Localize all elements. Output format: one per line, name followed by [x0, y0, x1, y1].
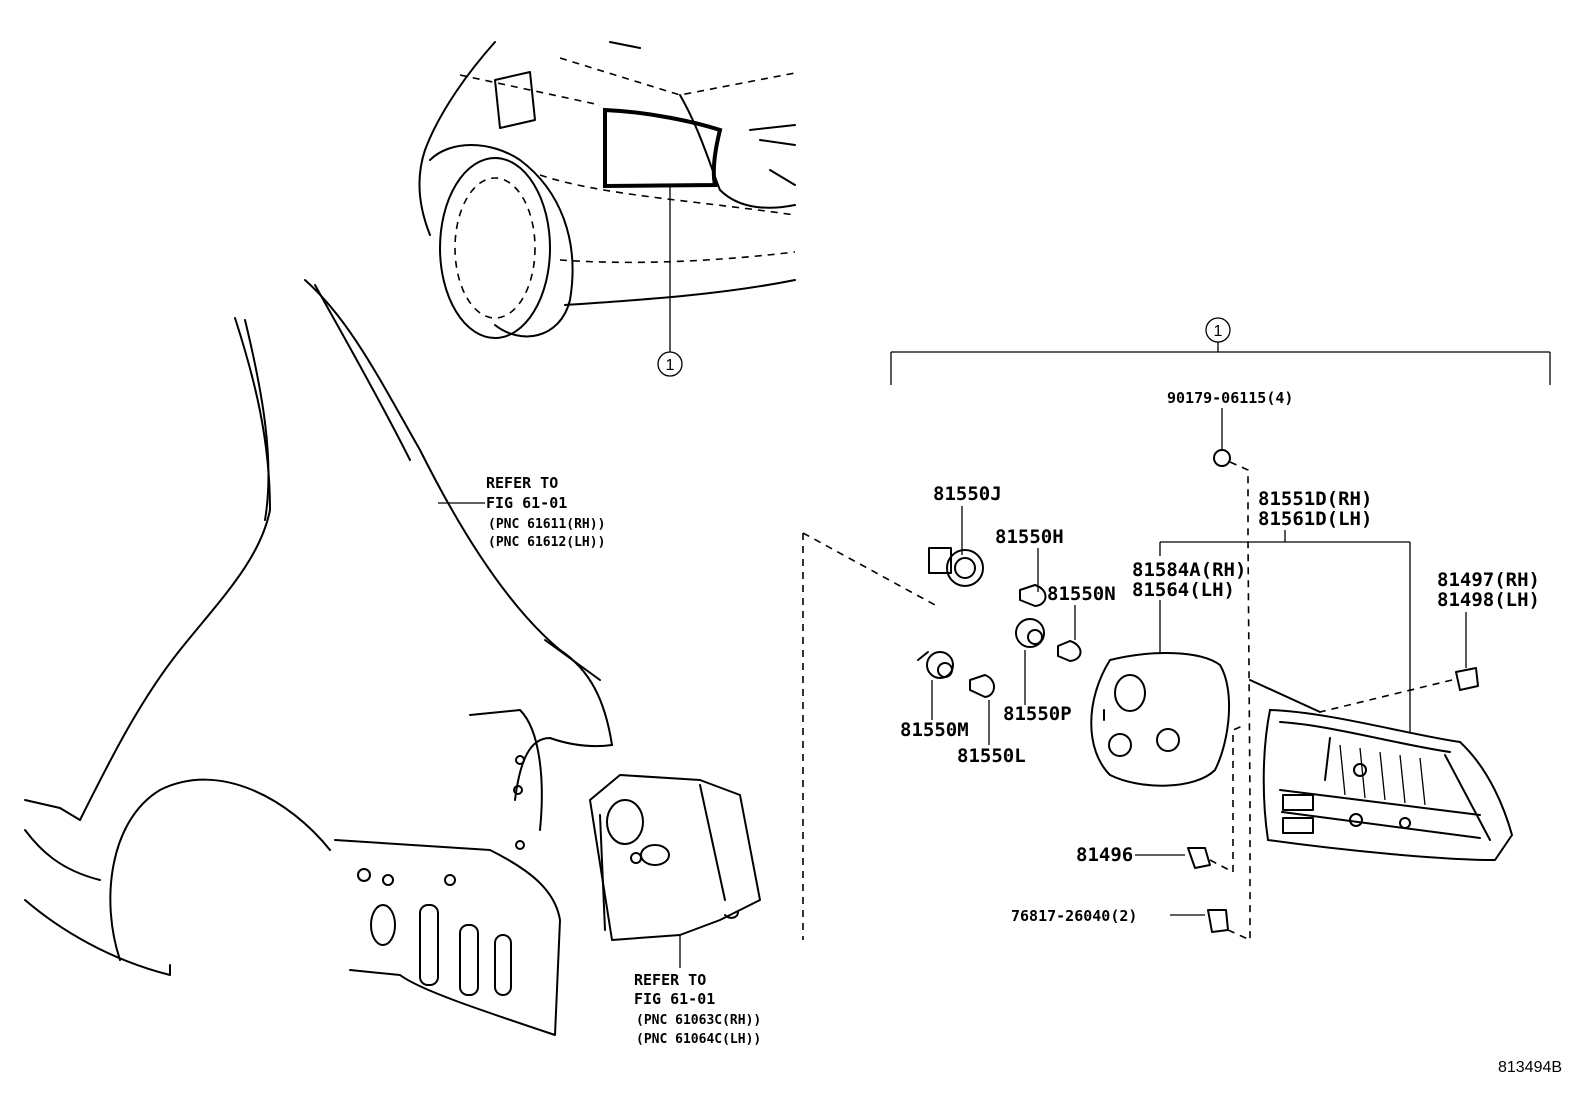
- part-label-nut: 76817-26040(2): [1011, 907, 1137, 925]
- lamp-housing-panel: [589, 774, 761, 968]
- part-label-lens-lh: 81561D(LH): [1258, 508, 1372, 530]
- svg-text:1: 1: [1214, 323, 1223, 340]
- part-label-cushion-rh: 81497(RH): [1437, 569, 1540, 591]
- part-label-bulb-h: 81550H: [995, 526, 1064, 548]
- ref-line2: FIG 61-01: [634, 990, 715, 1008]
- ref-pnc-lh: (PNC 61064C(LH)): [636, 1032, 761, 1047]
- bulb-81550n: 81550N: [1047, 583, 1116, 662]
- tail-lamp-outline: [603, 107, 723, 189]
- bulb-81550l: 81550L: [957, 674, 1026, 767]
- lens-group: 81551D(RH) 81561D(LH): [1159, 488, 1411, 735]
- part-label-bulb-l: 81550L: [957, 745, 1026, 767]
- socket-81550m: 81550M: [900, 651, 969, 741]
- part-label-bulb-n: 81550N: [1047, 583, 1116, 605]
- tail-lamp-lens: [1249, 679, 1514, 862]
- socket-81550p: 81550P: [1003, 618, 1072, 725]
- cushion-group: 81497(RH) 81498(LH): [1319, 569, 1540, 713]
- screw-90179: 90179-06115(4): [1167, 389, 1293, 801]
- part-label-gasket-rh: 81584A(RH): [1132, 559, 1246, 581]
- part-label-clip: 81496: [1076, 844, 1133, 866]
- quarter-panel: [24, 279, 613, 1036]
- ref-line1: REFER TO: [634, 971, 706, 989]
- ref-pnc-lh: (PNC 61612(LH)): [488, 535, 605, 550]
- socket-81550j: 81550J: [928, 483, 1002, 587]
- car-rear-overview: 1: [418, 41, 796, 377]
- clip-81496: 81496: [1076, 724, 1246, 874]
- part-label-lens-rh: 81551D(RH): [1258, 488, 1372, 510]
- part-label-socket-p: 81550P: [1003, 703, 1072, 725]
- bulb-81550h: 81550H: [995, 526, 1064, 607]
- gasket-group: 81584A(RH) 81564(LH): [1090, 559, 1246, 787]
- callout-marker: 1: [666, 357, 675, 374]
- ref-pnc-rh: (PNC 61063C(RH)): [636, 1013, 761, 1028]
- ref-line1: REFER TO: [486, 474, 558, 492]
- part-label-gasket-lh: 81564(LH): [1132, 579, 1235, 601]
- part-label-cushion-lh: 81498(LH): [1437, 589, 1540, 611]
- nut-76817: 76817-26040(2): [1011, 800, 1251, 942]
- reference-label-lamp-housing: REFER TO FIG 61-01 (PNC 61063C(RH)) (PNC…: [634, 971, 761, 1047]
- callout-circle-1-top: [657, 351, 683, 377]
- part-label-socket-m: 81550M: [900, 719, 969, 741]
- figure-code: 813494B: [1498, 1059, 1562, 1076]
- part-label-screw: 90179-06115(4): [1167, 389, 1293, 407]
- reference-label-quarter-panel: REFER TO FIG 61-01 (PNC 61611(RH)) (PNC …: [486, 474, 605, 550]
- ref-line2: FIG 61-01: [486, 494, 567, 512]
- assembly-bracket: 1: [890, 317, 1551, 385]
- ref-pnc-rh: (PNC 61611(RH)): [488, 517, 605, 532]
- part-label-socket-j: 81550J: [933, 483, 1002, 505]
